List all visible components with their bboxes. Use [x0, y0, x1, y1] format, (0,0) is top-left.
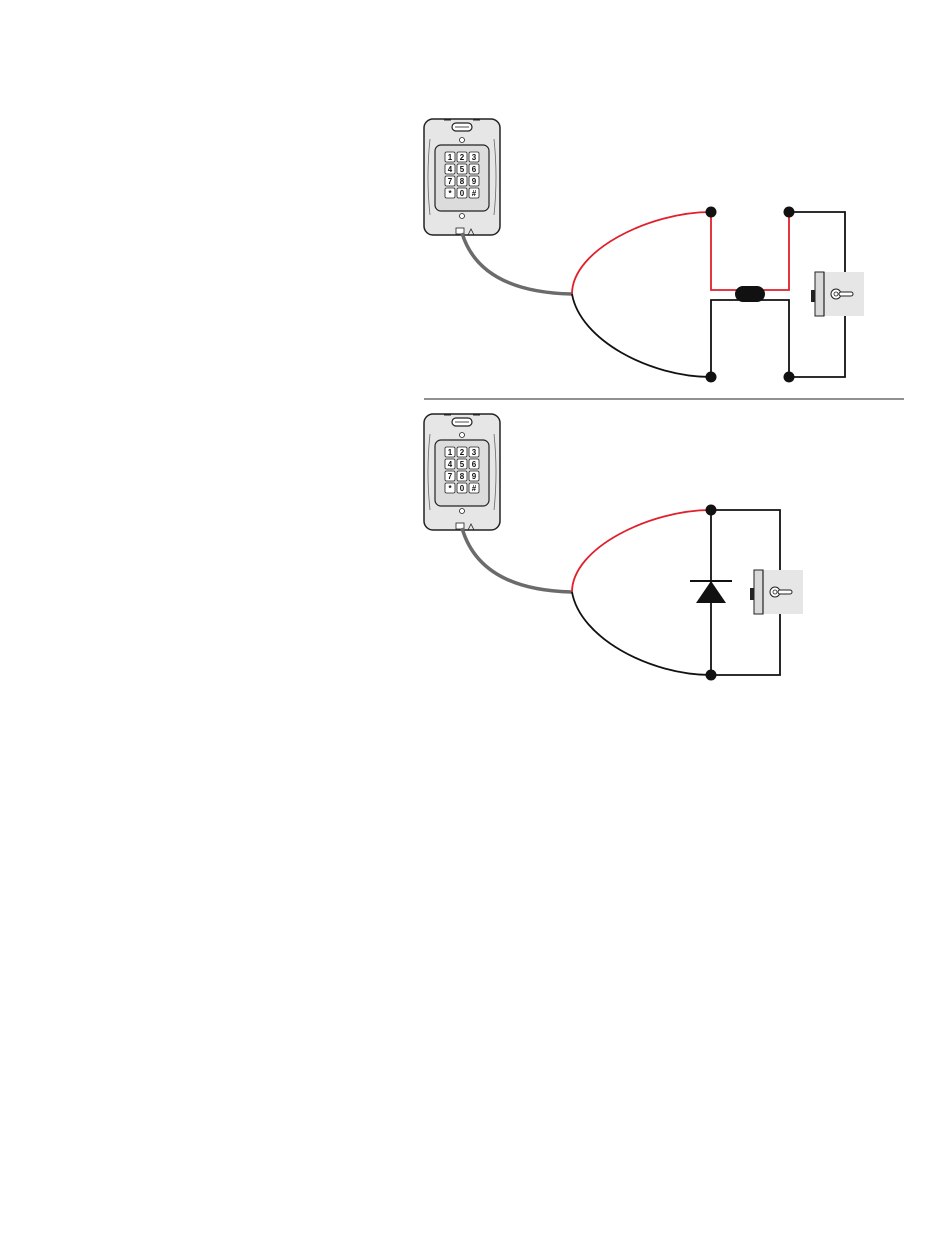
cable-wire	[462, 233, 572, 294]
keypad-key: 1	[445, 152, 455, 162]
lock-wire-bottom	[789, 316, 845, 377]
keypad-key: 9	[469, 176, 479, 186]
negative-wire	[572, 294, 711, 377]
keypad-key-label: 1	[448, 448, 453, 457]
keypad-key-label: 6	[472, 460, 477, 469]
positive-loop	[711, 212, 789, 290]
electric-lock-icon	[811, 272, 864, 316]
keypad-key: 8	[457, 471, 467, 481]
keypad-key-label: 0	[460, 484, 465, 493]
keypad-key: 3	[469, 152, 479, 162]
keypad-key: 6	[469, 459, 479, 469]
keypad-key-label: 3	[472, 448, 477, 457]
keypad-key-label: 0	[460, 189, 465, 198]
keypad-key-label: 9	[472, 472, 477, 481]
keypad-key: *	[445, 483, 455, 493]
keypad-key-label: 5	[460, 165, 465, 174]
keypad-key: 4	[445, 459, 455, 469]
lock-wire-top	[789, 212, 845, 272]
terminal-dot	[784, 372, 795, 383]
keypad-key: *	[445, 188, 455, 198]
positive-wire	[572, 510, 711, 592]
negative-loop	[711, 300, 789, 377]
keypad-key: 2	[457, 152, 467, 162]
positive-wire	[572, 212, 711, 294]
keypad-key-label: 1	[448, 153, 453, 162]
keypad-key-label: #	[472, 189, 477, 198]
negative-wire	[572, 592, 711, 675]
keypad-key: 1	[445, 447, 455, 457]
keypad-key-label: 2	[460, 448, 465, 457]
keypad-key: 2	[457, 447, 467, 457]
keypad-key-label: 2	[460, 153, 465, 162]
terminal-dot	[784, 207, 795, 218]
keypad-key: 4	[445, 164, 455, 174]
keypad-key: #	[469, 188, 479, 198]
keypad-key-label: 4	[448, 460, 453, 469]
keypad-key: 7	[445, 176, 455, 186]
diode-icon	[690, 581, 732, 603]
keypad-key: 5	[457, 459, 467, 469]
keypad-key-label: #	[472, 484, 477, 493]
keypad-key-label: 5	[460, 460, 465, 469]
keypad-key: 0	[457, 483, 467, 493]
keypad-key-label: 7	[448, 472, 453, 481]
keypad-key: 8	[457, 176, 467, 186]
terminal-dot	[706, 372, 717, 383]
keypad-key: 6	[469, 164, 479, 174]
terminal-dot	[706, 505, 717, 516]
keypad-key-label: 8	[460, 472, 465, 481]
keypad-key-label: 7	[448, 177, 453, 186]
inline-suppressor-icon	[735, 286, 765, 302]
lock-wire-bottom	[711, 614, 780, 675]
terminal-dot	[706, 207, 717, 218]
keypad-key: 3	[469, 447, 479, 457]
keypad-key: 7	[445, 471, 455, 481]
keypad-key-label: 6	[472, 165, 477, 174]
cable-wire	[462, 528, 572, 592]
keypad-key-label: 9	[472, 177, 477, 186]
keypad-key-label: 3	[472, 153, 477, 162]
electric-lock-icon	[750, 570, 803, 614]
lock-wire-top	[711, 510, 780, 570]
keypad-key: 9	[469, 471, 479, 481]
keypad-key-label: 8	[460, 177, 465, 186]
keypad-key: 5	[457, 164, 467, 174]
keypad-key: #	[469, 483, 479, 493]
keypad-key: 0	[457, 188, 467, 198]
terminal-dot	[706, 670, 717, 681]
keypad-key-label: 4	[448, 165, 453, 174]
